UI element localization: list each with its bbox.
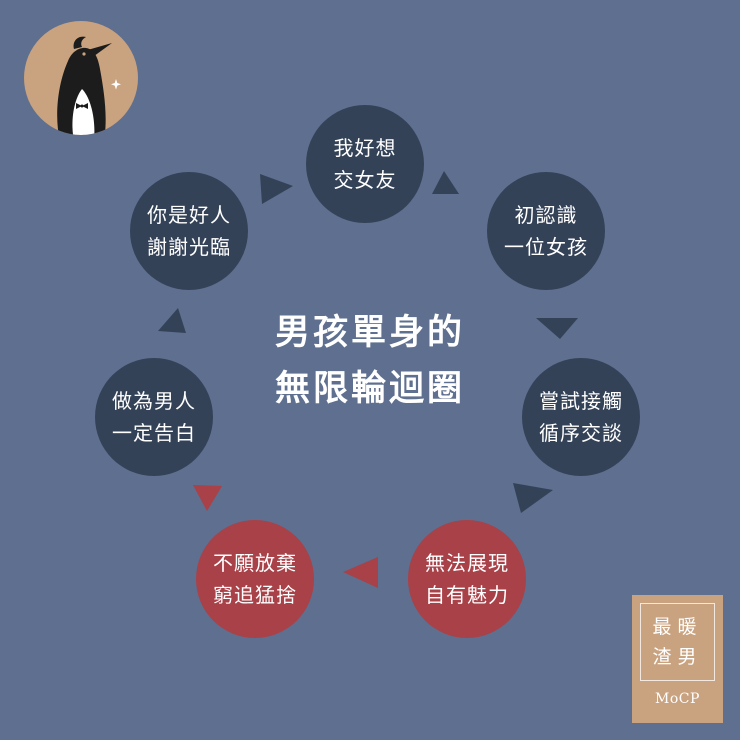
node-line-1: 不願放棄 (213, 551, 297, 575)
arrow-confess-to-reject (158, 308, 186, 333)
center-title-line-1: 男孩單身的 (274, 312, 465, 353)
node-line-2: 一定告白 (112, 421, 196, 445)
cycle-node-no-charm: 無法展現 自有魅力 (408, 520, 526, 638)
node-line-2: 窮追猛捨 (213, 583, 297, 607)
arrow-want-to-meet (432, 171, 459, 194)
brand-frame: 最暖 渣男 (640, 603, 715, 681)
penguin-logo-icon (24, 21, 138, 135)
cycle-node-try-talking: 嘗試接觸 循序交談 (522, 358, 640, 476)
node-line-1: 做為男人 (112, 389, 196, 413)
arrow-chase-to-confess (193, 485, 222, 511)
node-line-1: 無法展現 (425, 551, 509, 575)
brand-line-2: 渣男 (652, 646, 703, 668)
arrow-meet-to-chat (536, 318, 578, 339)
node-line-1: 初認識 (514, 203, 578, 227)
cycle-node-want-girlfriend: 我好想 交女友 (306, 105, 424, 223)
node-line-2: 謝謝光臨 (147, 235, 231, 259)
node-line-1: 嘗試接觸 (539, 389, 623, 413)
brand-subtitle: MoCP (655, 691, 700, 707)
brand-line-1: 最暖 (652, 616, 703, 638)
center-title: 男孩單身的 無限輪迴圈 (230, 305, 510, 417)
node-line-1: 你是好人 (147, 203, 231, 227)
node-line-2: 交女友 (333, 168, 397, 192)
cycle-node-good-person: 你是好人 謝謝光臨 (130, 172, 248, 290)
cycle-node-meet-girl: 初認識 一位女孩 (487, 172, 605, 290)
arrow-chat-to-charm (513, 483, 553, 513)
cycle-node-keep-chasing: 不願放棄 窮追猛捨 (196, 520, 314, 638)
node-line-2: 自有魅力 (425, 583, 509, 607)
brand-stamp: 最暖 渣男 MoCP (632, 595, 723, 723)
node-line-1: 我好想 (333, 136, 397, 160)
node-line-2: 循序交談 (539, 421, 623, 445)
node-line-2: 一位女孩 (504, 235, 588, 259)
center-title-line-2: 無限輪迴圈 (274, 368, 465, 409)
cycle-node-confess: 做為男人 一定告白 (95, 358, 213, 476)
arrow-reject-to-want (260, 174, 293, 204)
arrow-charm-to-chase (343, 557, 378, 588)
